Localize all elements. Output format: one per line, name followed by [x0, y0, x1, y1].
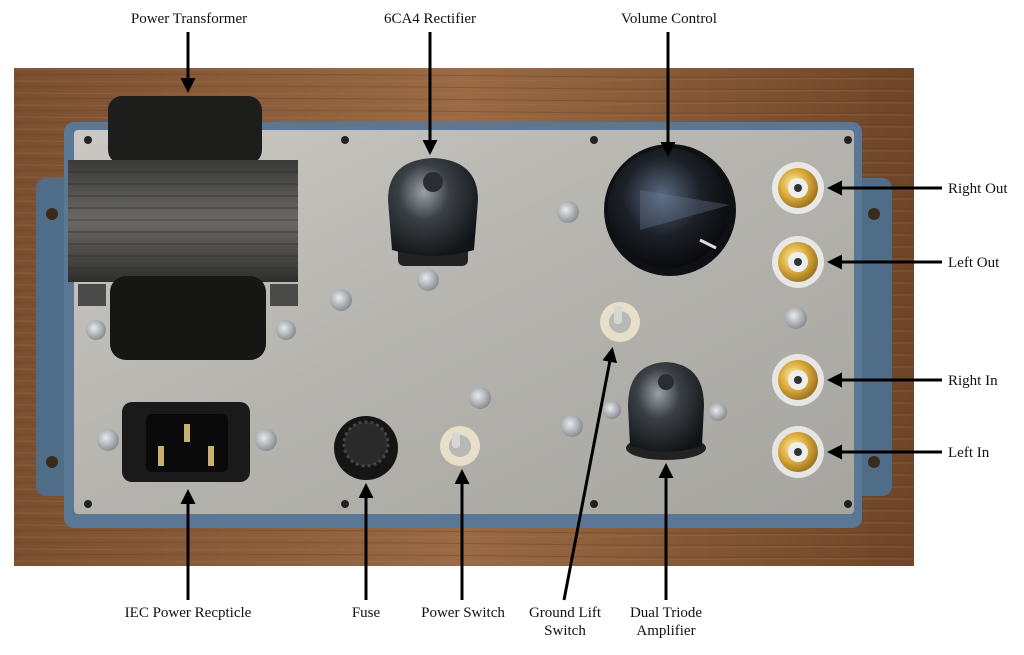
label-ground-lift: Ground Lift Switch — [520, 604, 610, 640]
label-fuse: Fuse — [351, 605, 381, 621]
label-iec: IEC Power Recpticle — [124, 605, 252, 621]
label-power-transformer: Power Transformer — [130, 11, 248, 27]
dual-triode-tube — [626, 362, 706, 460]
label-power-switch: Power Switch — [421, 605, 505, 621]
fuse-holder — [334, 416, 398, 480]
label-ground-lift-line1: Ground Lift — [528, 605, 602, 621]
label-right-out: Right Out — [948, 181, 1008, 197]
rectifier-tube — [388, 158, 478, 266]
iec-receptacle — [122, 402, 250, 482]
label-ground-lift-line2: Switch — [544, 623, 586, 639]
label-rectifier: 6CA4 Rectifier — [383, 11, 477, 27]
ground-lift-switch — [600, 302, 640, 342]
power-switch — [440, 426, 480, 466]
label-dual-triode: Dual Triode Amplifier — [616, 604, 716, 640]
screws — [86, 201, 807, 451]
label-dual-triode-line2: Amplifier — [636, 623, 696, 639]
rca-jacks — [772, 162, 824, 478]
label-right-in: Right In — [948, 373, 998, 389]
label-volume-control: Volume Control — [621, 11, 717, 27]
annotation-arrows — [180, 32, 942, 601]
volume-knob — [604, 144, 736, 276]
power-transformer — [68, 96, 298, 360]
label-dual-triode-line1: Dual Triode — [629, 605, 703, 621]
label-left-in: Left In — [948, 445, 990, 461]
arrow-ground-lift — [562, 347, 618, 601]
label-left-out: Left Out — [948, 255, 1000, 271]
